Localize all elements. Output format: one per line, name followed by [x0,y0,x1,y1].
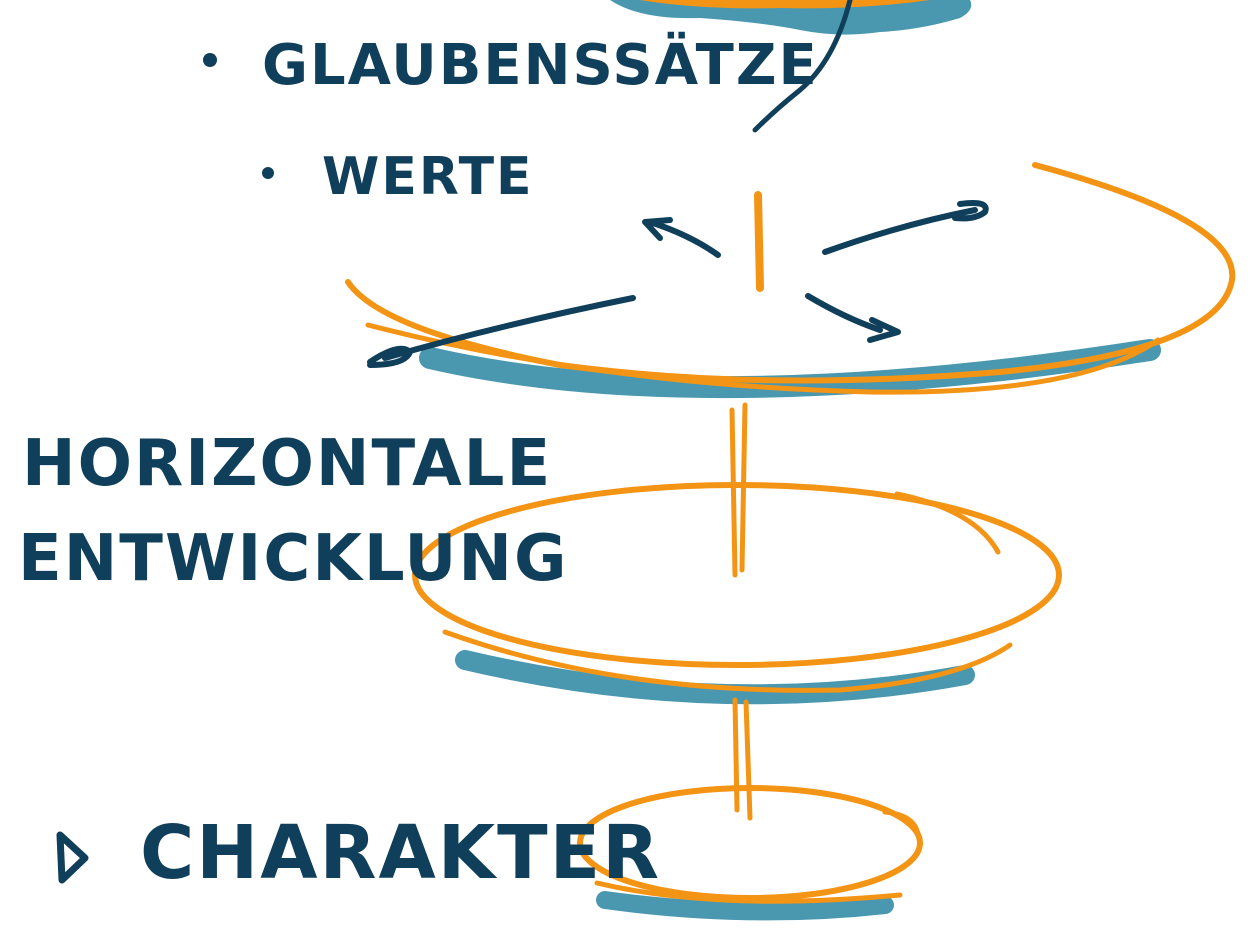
arrow-lower-right-icon [805,293,901,343]
connector-top-middle [729,402,748,578]
label-werte: WERTE [322,147,534,207]
bottom-disc [577,785,923,921]
label-charakter: CHARAKTER [140,810,661,896]
connector-middle-bottom [732,697,753,821]
top-cloud-fragment [610,0,972,35]
label-horizontale: HORIZONTALE [22,427,552,501]
bullet-dot-1 [203,53,217,67]
bullet-dot-2 [262,167,274,179]
cloud-pointer-line [752,0,853,133]
triangle-bullet-icon [56,831,89,884]
arrow-upper-left-icon [642,217,721,258]
arrow-upper-right-icon [822,200,989,255]
label-entwicklung: ENTWICKLUNG [18,522,568,596]
center-vertical-line [754,191,764,292]
top-disc [345,162,1236,399]
arrow-lower-left-icon [367,295,636,368]
disc-arrows [367,191,989,368]
label-glaubenssaetze: GLAUBENSSÄTZE [262,33,819,98]
middle-disc [412,482,1062,705]
